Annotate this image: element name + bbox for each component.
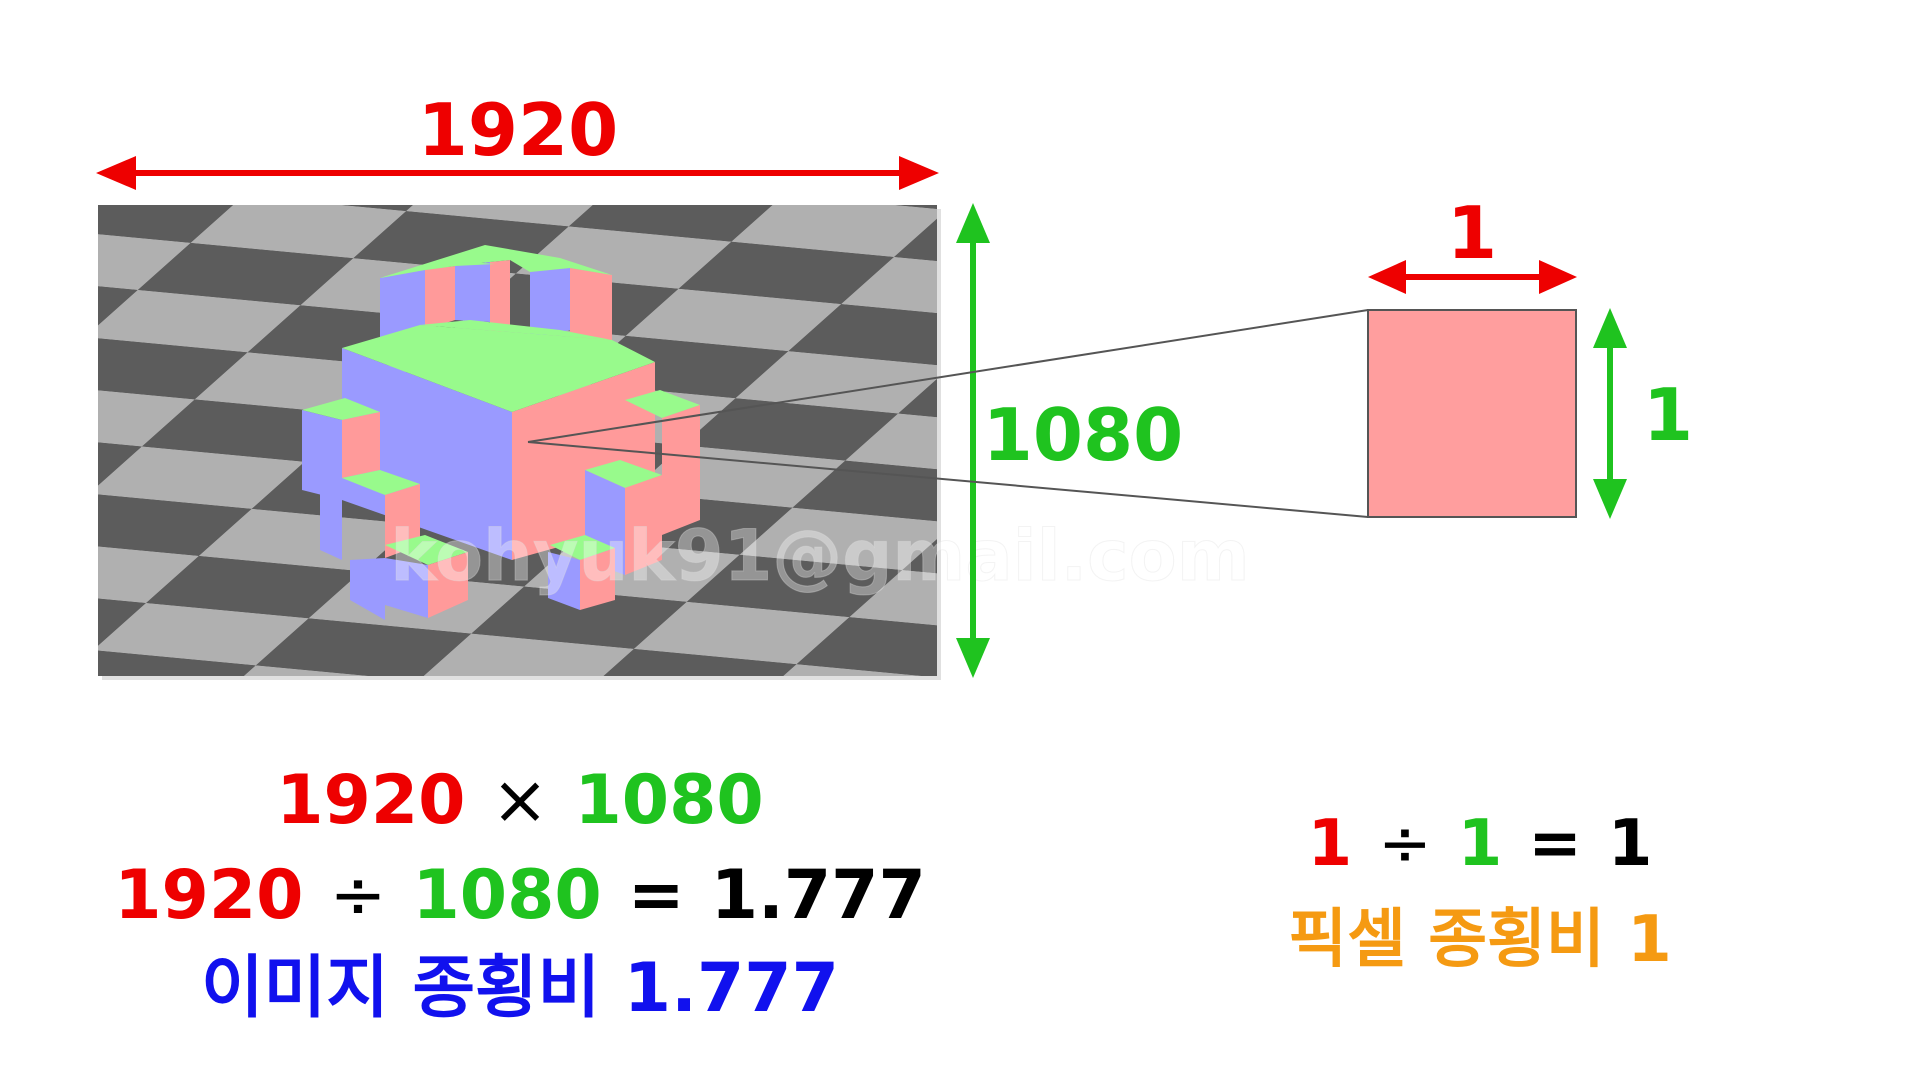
pixel-aspect-ratio-label: 픽셀 종횡비 1 — [1288, 903, 1672, 977]
equals-sign: = — [627, 856, 685, 935]
resolution-equation: 1920×1080 — [0, 767, 1040, 835]
height-value: 1080 — [412, 856, 602, 935]
pixel-width-label: 1 — [1447, 191, 1497, 275]
pixel-height-arrow — [1593, 308, 1627, 519]
voxel-model — [302, 245, 700, 620]
pixel-ratio-equation: 1÷1=1 — [1230, 812, 1730, 876]
equals-sign: = — [1528, 807, 1582, 881]
height-arrow — [956, 203, 990, 678]
width-label: 1920 — [418, 88, 618, 172]
divide-sign: ÷ — [1378, 807, 1432, 881]
image-aspect-ratio-label: 이미지 종횡비 1.777 — [201, 949, 839, 1028]
divide-sign: ÷ — [329, 856, 387, 935]
ratio-result: 1.777 — [710, 856, 926, 935]
pixel-width-value: 1 — [1307, 807, 1353, 881]
pixel-ratio-result: 1 — [1607, 807, 1653, 881]
pixel-square — [1367, 309, 1577, 518]
height-value: 1080 — [574, 761, 764, 840]
width-arrow — [96, 156, 939, 190]
pixel-height-value: 1 — [1457, 807, 1503, 881]
multiply-sign: × — [491, 761, 549, 840]
width-value: 1920 — [114, 856, 304, 935]
width-value: 1920 — [276, 761, 466, 840]
height-label: 1080 — [983, 393, 1183, 477]
watermark-text: kohyuk91@gmail.com — [390, 515, 1249, 597]
pixel-height-label: 1 — [1643, 373, 1693, 457]
aspect-ratio-equation: 1920÷1080=1.777 — [0, 862, 1040, 930]
zoom-lines — [527, 309, 1369, 518]
pixel-width-arrow — [1368, 260, 1577, 294]
render-image — [98, 205, 941, 680]
